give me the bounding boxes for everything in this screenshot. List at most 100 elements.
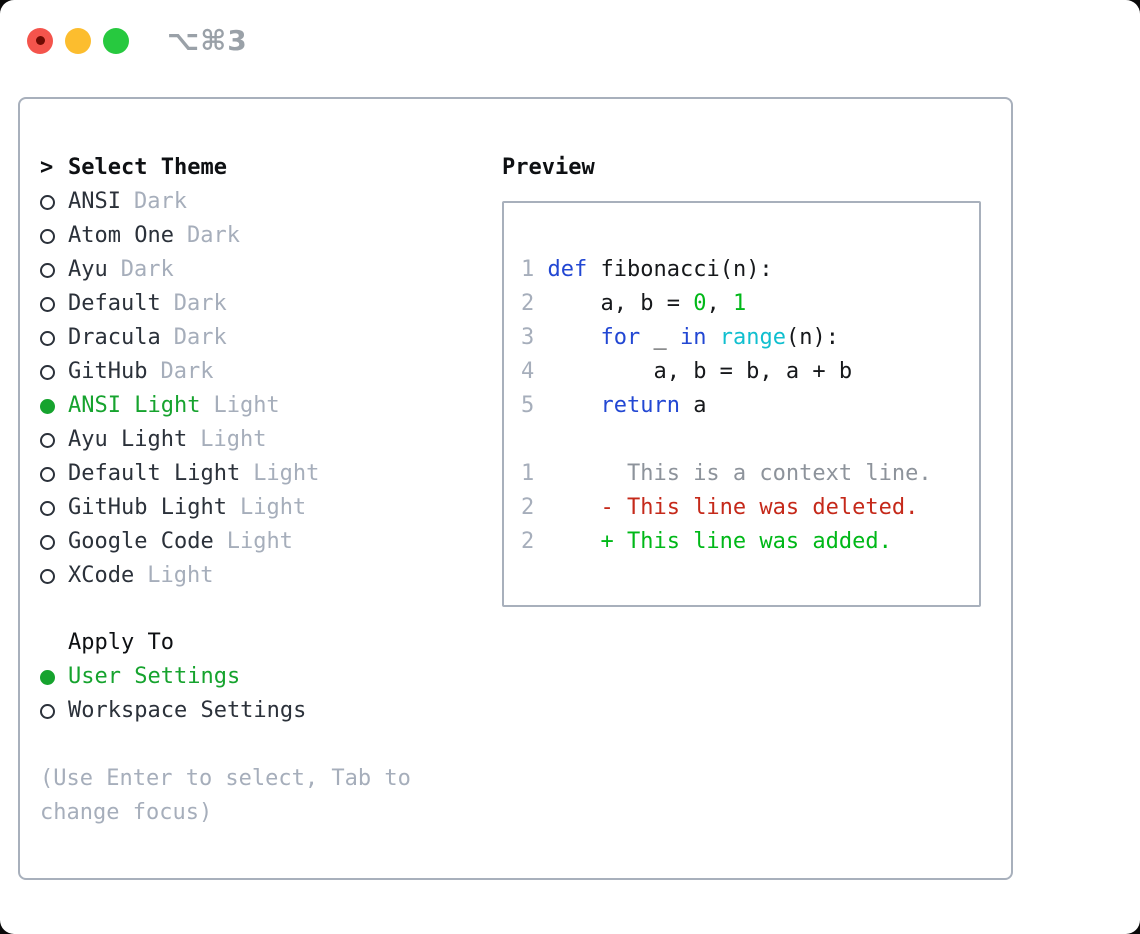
code-token: 0 <box>693 291 707 316</box>
code-token: (n): <box>785 325 839 350</box>
code-token: - This line was deleted. <box>534 495 919 520</box>
option-user-settings[interactable]: User Settings <box>40 660 502 694</box>
titlebar: ⌥⌘3 <box>27 24 248 57</box>
code-token <box>706 325 719 350</box>
theme-option-label: ANSI Light <box>68 393 201 418</box>
apply-option-label: User Settings <box>68 664 241 689</box>
code-line: 2 a, b = 0, 1 <box>521 287 979 321</box>
option-ansi-light[interactable]: ANSI Light Light <box>40 389 502 423</box>
code-line <box>521 423 979 457</box>
radio-unselected-icon <box>40 466 55 482</box>
theme-option-gutter <box>40 534 68 550</box>
radio-unselected-icon <box>40 330 55 346</box>
apply-option-label: Workspace Settings <box>68 698 307 723</box>
option-xcode[interactable]: XCode Light <box>40 559 502 593</box>
theme-option-label: Atom One <box>68 223 174 248</box>
code-token: return <box>600 393 680 418</box>
line-number: 3 <box>521 325 548 350</box>
theme-variant-label: Light <box>239 495 307 520</box>
option-ayu[interactable]: Ayu Dark <box>40 253 502 287</box>
code-token: This is a context line. <box>534 461 932 486</box>
theme-variant-label: Light <box>253 461 320 486</box>
theme-variant-label: Dark <box>173 325 227 350</box>
theme-option-gutter <box>40 296 68 312</box>
code-token: a, b = <box>547 291 694 316</box>
theme-option-gutter <box>40 432 68 448</box>
code-token <box>548 325 601 350</box>
apply-to-header: Apply To <box>40 626 502 660</box>
radio-unselected-icon <box>40 568 55 584</box>
line-number: 2 <box>521 291 548 316</box>
theme-variant-label: Dark <box>173 291 227 316</box>
theme-option-gutter <box>40 466 68 482</box>
theme-option-gutter <box>40 330 68 346</box>
code-line: 4 a, b = b, a + b <box>521 355 979 389</box>
code-token <box>548 393 601 418</box>
close-button[interactable] <box>27 27 53 54</box>
code-token: fibonacci(n): <box>587 257 773 282</box>
code-token: _ <box>640 325 680 350</box>
minimize-button[interactable] <box>65 27 91 54</box>
radio-unselected-icon <box>40 500 55 516</box>
theme-variant-label: Dark <box>160 359 214 384</box>
theme-option-gutter <box>40 568 68 584</box>
theme-variant-label: Light <box>213 393 280 418</box>
option-default[interactable]: Default Dark <box>40 287 502 321</box>
theme-option-label: GitHub <box>68 359 148 384</box>
code-token: def <box>547 257 588 282</box>
line-number: 4 <box>521 359 548 384</box>
theme-option-label: XCode <box>68 563 135 588</box>
option-atom-one[interactable]: Atom One Dark <box>40 219 502 253</box>
radio-unselected-icon <box>40 296 55 312</box>
apply-option-gutter <box>40 703 68 719</box>
theme-option-label: Ayu Light <box>68 427 188 452</box>
theme-option-label: Ayu <box>68 257 108 282</box>
radio-unselected-icon <box>40 262 55 278</box>
radio-selected-icon <box>40 398 55 414</box>
theme-option-gutter <box>40 500 68 516</box>
theme-variant-label: Dark <box>133 189 187 214</box>
radio-unselected-icon <box>40 432 55 448</box>
window-hotkey-title: ⌥⌘3 <box>167 24 248 57</box>
option-github[interactable]: GitHub Dark <box>40 355 502 389</box>
preview-title: Preview <box>502 155 595 180</box>
theme-variant-label: Dark <box>186 223 240 248</box>
radio-unselected-icon <box>40 364 55 380</box>
select-theme-header: > Select Theme <box>40 151 502 185</box>
radio-unselected-icon <box>40 194 55 210</box>
code-token: for <box>600 325 641 350</box>
code-token: a, b = b, a + b <box>547 359 853 384</box>
line-number: 2 <box>521 495 535 520</box>
apply-option-gutter <box>40 669 68 685</box>
code-token: 1 <box>732 291 747 316</box>
code-line: 1 def fibonacci(n): <box>521 253 979 287</box>
code-line: 5 return a <box>521 389 979 423</box>
option-workspace-settings[interactable]: Workspace Settings <box>40 694 502 728</box>
code-token: a <box>679 393 707 418</box>
theme-option-gutter <box>40 364 68 380</box>
code-token: in <box>679 325 707 350</box>
line-number: 1 <box>521 461 535 486</box>
zoom-button[interactable] <box>103 27 129 54</box>
theme-variant-label: Dark <box>120 257 174 282</box>
theme-option-label: Default <box>68 291 161 316</box>
theme-option-gutter <box>40 228 68 244</box>
theme-variant-label: Light <box>147 563 214 588</box>
line-number: 1 <box>521 257 548 282</box>
code-token: , <box>706 291 733 316</box>
code-token: range <box>719 325 786 350</box>
code-token: + This line was added. <box>534 529 892 554</box>
